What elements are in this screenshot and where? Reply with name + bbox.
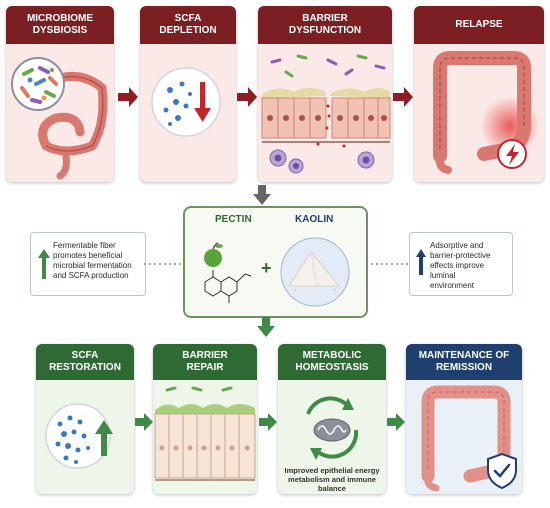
arrow-right-green-3	[387, 413, 405, 431]
panel-title-line2: DEPLETION	[159, 25, 217, 36]
panel-header: MAINTENANCE OF REMISSION	[406, 344, 522, 380]
panel-header: SCFA RESTORATION	[36, 344, 134, 380]
caption-line: Improved epithelial energy	[284, 466, 380, 475]
note-line: microbial fermentation	[53, 261, 132, 270]
note-adsorptive-effects: Adsorptive and barrier-protective effect…	[409, 232, 513, 296]
pectin-kaolin-combination: PECTIN KAOLIN +	[183, 206, 368, 318]
panel-metabolic-homeostasis: METABOLIC HOMEOSTASIS Improved epithelia…	[278, 344, 386, 494]
combo-illustration: +	[204, 237, 350, 307]
panel-title-line1: BARRIER	[182, 350, 228, 361]
cycle-arrows-icon	[306, 396, 359, 459]
note-line: barrier-protective	[430, 251, 491, 260]
panel-scfa-depletion: SCFA DEPLETION	[140, 6, 236, 182]
panel-maintenance-of-remission: MAINTENANCE OF REMISSION	[406, 344, 522, 494]
panel-title-line1: RELAPSE	[455, 19, 503, 30]
dysbiosis-illustration	[11, 57, 108, 180]
arrow-down-green	[257, 317, 275, 337]
arrow-right-3	[393, 87, 413, 107]
dotted-connector-right	[366, 263, 410, 265]
note-line: promotes beneficial	[53, 251, 123, 260]
note-line: and SCFA production	[53, 271, 129, 280]
panel-title-line1: MICROBIOME	[26, 13, 94, 24]
panel-title-line1: SCFA	[71, 350, 99, 361]
panel-barrier-repair: BARRIER REPAIR	[153, 344, 257, 494]
note-line: environment	[430, 281, 475, 290]
kaolin-label: KAOLIN	[295, 214, 334, 225]
pectin-label: PECTIN	[215, 214, 252, 225]
panel-header: MICROBIOME DYSBIOSIS	[6, 6, 114, 44]
panel-title-line1: BARRIER	[302, 13, 348, 24]
arrow-right-1	[118, 87, 138, 107]
green-apple-icon	[204, 242, 223, 267]
panel-header: BARRIER DYSFUNCTION	[258, 6, 392, 44]
shield-check-icon	[487, 452, 517, 490]
green-up-arrow-icon	[95, 420, 113, 456]
panel-title-line2: REPAIR	[186, 362, 224, 373]
panel-title-line2: RESTORATION	[49, 362, 121, 373]
panel-microbiome-dysbiosis: MICROBIOME DYSBIOSIS	[6, 6, 114, 182]
metabolic-caption: Improved epithelial energy metabolism an…	[282, 466, 382, 493]
blue-up-arrow-icon	[416, 249, 426, 275]
plus-sign: +	[261, 258, 272, 278]
note-line: effects improve luminal	[430, 261, 485, 280]
lightning-bolt-icon	[497, 139, 527, 169]
panel-header: METABOLIC HOMEOSTASIS	[278, 344, 386, 380]
scfa-depletion-illustration	[151, 67, 221, 137]
panel-title-line2: DYSFUNCTION	[288, 25, 362, 36]
panel-header: RELAPSE	[414, 6, 544, 44]
metabolic-illustration	[306, 396, 359, 460]
arrow-right-green-2	[259, 413, 277, 431]
panel-barrier-dysfunction: BARRIER DYSFUNCTION	[258, 6, 392, 182]
remission-illustration	[421, 385, 517, 492]
dotted-connector-left	[144, 263, 184, 265]
panel-scfa-restoration: SCFA RESTORATION	[36, 344, 134, 494]
arrow-right-2	[237, 87, 257, 107]
panel-title-line1: SCFA	[174, 13, 202, 24]
panel-title-line2: DYSBIOSIS	[32, 25, 88, 36]
barrier-dysfunction-illustration	[261, 54, 391, 174]
scfa-restoration-illustration	[45, 403, 113, 469]
red-down-arrow-icon	[194, 82, 211, 122]
relapse-illustration	[433, 51, 540, 174]
mitochondrion-icon	[313, 418, 351, 442]
panel-title-line1: MAINTENANCE OF	[418, 350, 510, 361]
arrow-right-green-1	[135, 413, 153, 431]
panel-title-line2: HOMEOSTASIS	[295, 362, 369, 373]
note-line: Adsorptive and	[430, 241, 484, 250]
panel-relapse: RELAPSE	[414, 6, 544, 182]
barrier-repair-illustration	[154, 386, 256, 481]
kaolin-powder-icon	[288, 251, 341, 292]
panel-title-line1: METABOLIC	[302, 350, 362, 361]
caption-line: metabolism and immune balance	[288, 475, 376, 493]
panel-header: BARRIER REPAIR	[153, 344, 257, 380]
green-up-arrow-icon	[38, 249, 50, 279]
note-line: Fermentable fiber	[53, 241, 116, 250]
panel-title-line2: REMISSION	[435, 362, 493, 373]
panel-header: SCFA DEPLETION	[140, 6, 236, 44]
note-fermentable-fiber: Fermentable fiber promotes beneficial mi…	[30, 232, 146, 296]
arrow-down-gray	[253, 185, 271, 205]
